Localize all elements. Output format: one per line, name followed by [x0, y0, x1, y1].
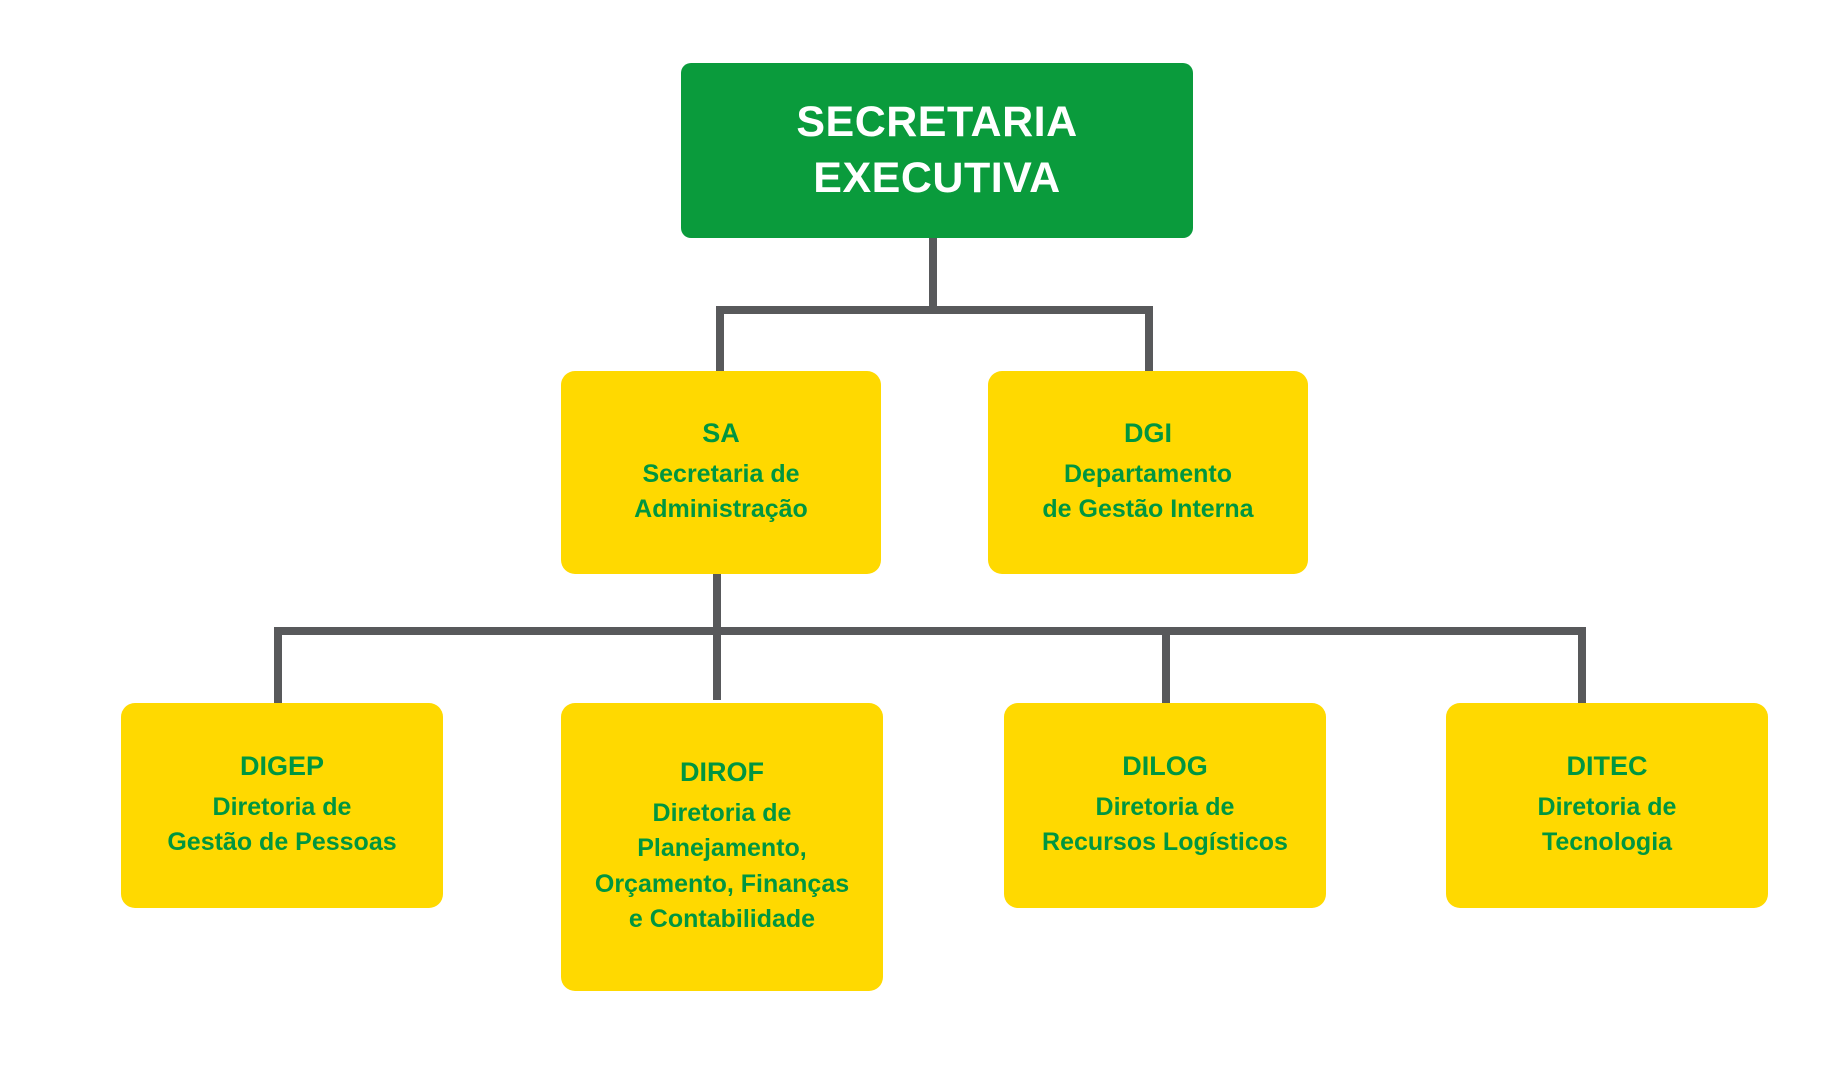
- node-sa-desc-line2: Administração: [634, 495, 808, 524]
- node-ditec-acronym: DITEC: [1566, 751, 1648, 782]
- node-dirof[interactable]: DIROF Diretoria de Planejamento, Orçamen…: [561, 703, 883, 991]
- node-digep-acronym: DIGEP: [239, 751, 325, 782]
- node-dirof-desc-line4: e Contabilidade: [628, 905, 816, 934]
- node-secretaria-executiva[interactable]: SECRETARIA EXECUTIVA: [681, 63, 1193, 238]
- node-dgi[interactable]: DGI Departamento de Gestão Interna: [988, 371, 1308, 574]
- node-dilog-acronym: DILOG: [1122, 751, 1208, 782]
- node-ditec-desc-line2: Tecnologia: [1541, 828, 1673, 857]
- node-dilog-desc-line1: Diretoria de: [1095, 792, 1235, 821]
- node-sa-acronym: SA: [702, 418, 740, 449]
- node-ditec-description: Diretoria de Tecnologia: [1538, 790, 1677, 861]
- connector-drop-digep: [274, 627, 282, 704]
- node-sa-description: Secretaria de Administração: [634, 457, 808, 528]
- connector-root-stem: [929, 234, 937, 310]
- connector-level3-bus: [274, 627, 1586, 635]
- connector-sa-stem: [713, 573, 721, 700]
- node-digep[interactable]: DIGEP Diretoria de Gestão de Pessoas: [121, 703, 443, 908]
- node-dilog-description: Diretoria de Recursos Logísticos: [1042, 790, 1288, 861]
- node-ditec-desc-line1: Diretoria de: [1537, 792, 1677, 821]
- node-dgi-desc-line1: Departamento: [1063, 459, 1233, 488]
- node-sa[interactable]: SA Secretaria de Administração: [561, 371, 881, 574]
- node-dilog[interactable]: DILOG Diretoria de Recursos Logísticos: [1004, 703, 1326, 908]
- node-dirof-description: Diretoria de Planejamento, Orçamento, Fi…: [595, 796, 849, 938]
- node-dgi-desc-line2: de Gestão Interna: [1042, 495, 1254, 524]
- connector-drop-dgi: [1145, 306, 1153, 374]
- node-sa-desc-line1: Secretaria de: [642, 459, 800, 488]
- node-digep-desc-line1: Diretoria de: [212, 792, 352, 821]
- root-title-line1: SECRETARIA: [796, 97, 1078, 146]
- node-dirof-desc-line2: Planejamento,: [637, 834, 807, 863]
- node-dgi-description: Departamento de Gestão Interna: [1042, 457, 1253, 528]
- connector-drop-ditec: [1578, 627, 1586, 704]
- connector-level2-bus: [716, 306, 1153, 314]
- node-dirof-desc-line3: Orçamento, Finanças: [594, 869, 850, 898]
- node-digep-description: Diretoria de Gestão de Pessoas: [167, 790, 396, 861]
- node-dgi-acronym: DGI: [1123, 418, 1172, 449]
- connector-drop-sa: [716, 306, 724, 374]
- node-dilog-desc-line2: Recursos Logísticos: [1042, 828, 1288, 857]
- root-title-line2: EXECUTIVA: [813, 153, 1061, 202]
- node-digep-desc-line2: Gestão de Pessoas: [167, 828, 397, 857]
- node-ditec[interactable]: DITEC Diretoria de Tecnologia: [1446, 703, 1768, 908]
- node-dirof-desc-line1: Diretoria de: [652, 798, 792, 827]
- node-dirof-acronym: DIROF: [680, 757, 764, 788]
- connector-drop-dilog: [1162, 627, 1170, 704]
